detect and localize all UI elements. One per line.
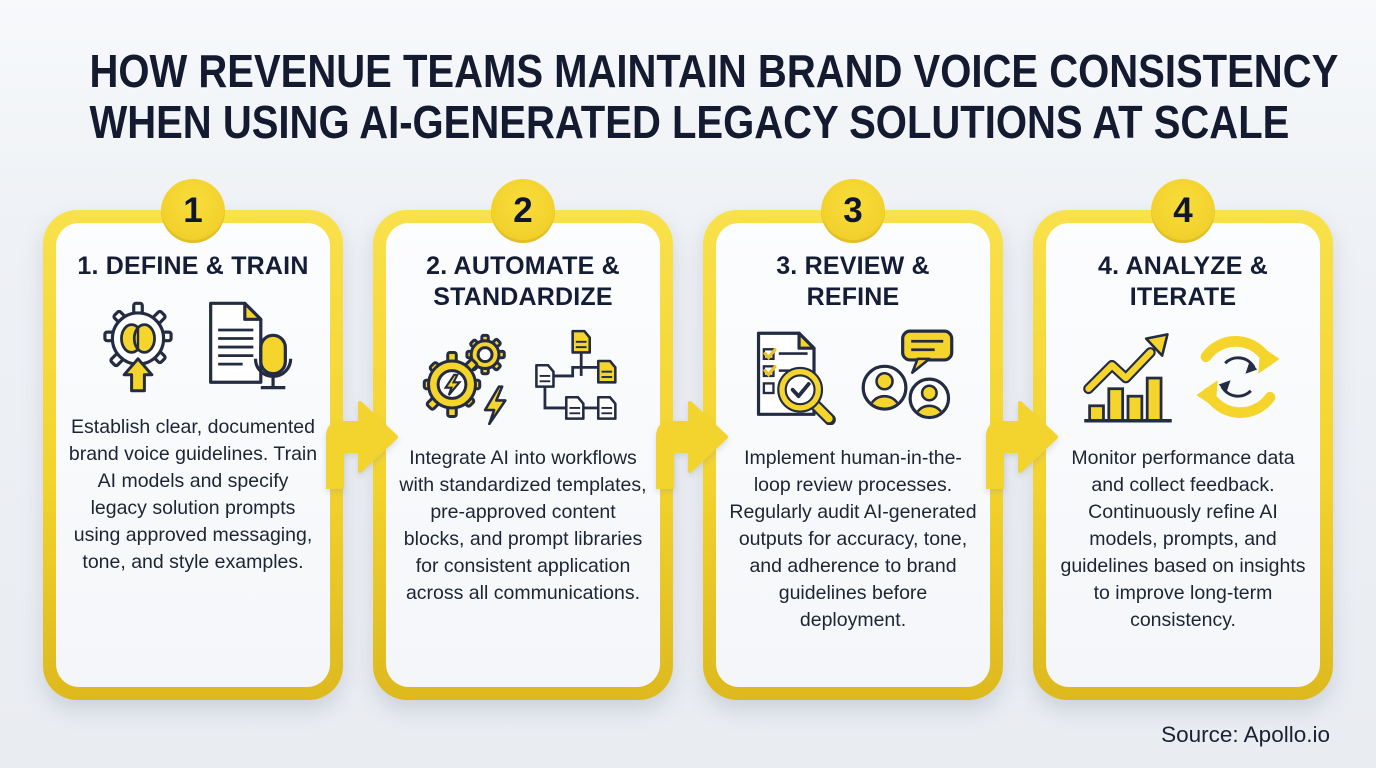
- page-title-line-1: HOW REVENUE TEAMS MAINTAIN BRAND VOICE C…: [89, 45, 1339, 97]
- step-title: 2. AUTOMATE & STANDARDIZE: [426, 252, 620, 311]
- step-icons: [750, 327, 956, 427]
- next-step-arrow-icon: [656, 401, 728, 489]
- page-title: HOW REVENUE TEAMS MAINTAIN BRAND VOICE C…: [0, 46, 1376, 148]
- step-description: Monitor performance data and collect fee…: [1060, 447, 1306, 631]
- step-number-badge: 4: [1151, 179, 1215, 243]
- step-card-body: 4. ANALYZE & ITERATE: [1046, 223, 1320, 687]
- step-card-analyze-iterate: 4 4. ANALYZE & ITERATE: [1033, 179, 1333, 700]
- gears-lightning-icon: [422, 333, 507, 425]
- steps-row: 1 1. DEFINE & TRAIN: [43, 179, 1333, 700]
- step-card-body: 2. AUTOMATE & STANDARDIZE: [386, 223, 660, 687]
- step-title: 3. REVIEW & REFINE: [776, 252, 930, 311]
- step-description: Integrate AI into workflows with standar…: [399, 447, 647, 604]
- step-card-automate-standardize: 2 2. AUTOMATE & STANDARDIZE: [373, 179, 673, 700]
- growth-chart-icon: [1083, 333, 1172, 423]
- step-number: 4: [1173, 191, 1193, 230]
- step-number-badge: 3: [821, 179, 885, 243]
- step-title: 4. ANALYZE & ITERATE: [1097, 252, 1269, 311]
- source-credit: Source: Apollo.io: [1161, 722, 1330, 747]
- step-icons: [90, 296, 296, 396]
- step-description: Implement human-in-the-loop review proce…: [729, 447, 977, 631]
- step-number-badge: 1: [161, 179, 225, 243]
- next-step-arrow-icon: [986, 401, 1058, 489]
- next-step-arrow-icon: [326, 401, 398, 489]
- step-card-body: 3. REVIEW & REFINE: [716, 223, 990, 687]
- document-flow-icon: [535, 329, 617, 420]
- step-number: 2: [513, 191, 533, 230]
- cycle-arrows-icon: [1196, 336, 1280, 418]
- step-card-review-refine: 3 3. REVIEW & REFINE: [703, 179, 1003, 700]
- step-icons: [1080, 327, 1286, 427]
- people-chat-icon: [861, 329, 954, 420]
- step-card-body: 1. DEFINE & TRAIN: [56, 223, 330, 687]
- brain-gear-icon: [103, 301, 173, 393]
- step-title: 1. DEFINE & TRAIN: [77, 252, 309, 280]
- step-card-define-train: 1 1. DEFINE & TRAIN: [43, 179, 343, 700]
- step-icons: [420, 327, 626, 427]
- checklist-magnifier-icon: [756, 331, 836, 425]
- step-number: 1: [183, 191, 203, 230]
- step-number: 3: [843, 191, 863, 230]
- step-description: Establish clear, documented brand voice …: [68, 416, 318, 573]
- page-title-line-2: WHEN USING AI-GENERATED LEGACY SOLUTIONS…: [89, 96, 1290, 148]
- step-number-badge: 2: [491, 179, 555, 243]
- document-mic-icon: [209, 301, 293, 390]
